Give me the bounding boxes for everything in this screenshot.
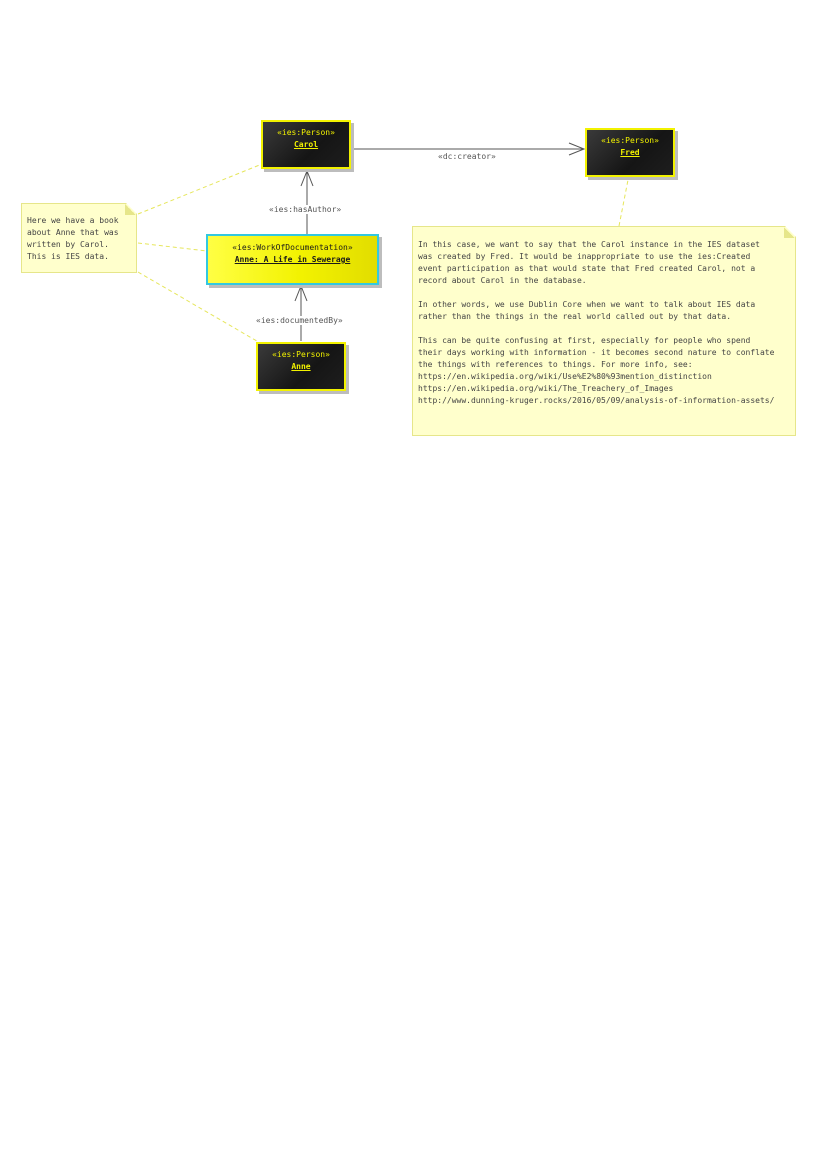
note-link-treachery[interactable]: https://en.wikipedia.org/wiki/The_Treach… [418,384,674,393]
note-link-large-to-fred [618,179,629,227]
fred-name: Fred [620,148,640,157]
fred-stereotype: «ies:Person» [601,136,659,145]
creator-arrowhead [568,142,586,156]
note-large[interactable]: In this case, we want to say that the Ca… [412,226,796,436]
paragraph-gap [418,287,790,299]
paragraph-gap [418,323,790,335]
note-fold-icon [125,204,136,215]
note-link-small-to-anne [137,271,263,345]
note-fold-icon [784,227,795,238]
note-small-text: Here we have a book about Anne that was … [27,216,119,261]
note-link-small-to-carol [137,163,263,215]
carol-node[interactable]: «ies:Person» Carol [261,120,351,169]
book-name: Anne: A Life in Sewerage [234,255,351,264]
note-link-dunning-kruger[interactable]: http://www.dunning-kruger.rocks/2016/05/… [418,396,775,405]
anne-stereotype: «ies:Person» [272,350,330,359]
carol-stereotype: «ies:Person» [277,128,335,137]
note-link-small-to-book [137,242,208,252]
note-line: their days working with information - it… [418,348,775,357]
note-line: the things with references to things. Fo… [418,360,693,369]
has-author-label: «ies:hasAuthor» [268,205,343,214]
book-node[interactable]: «ies:WorkOfDocumentation» Anne: A Life i… [206,234,379,285]
note-line: rather than the things in the real world… [418,312,732,321]
note-line: was created by Fred. It would be inappro… [418,252,751,261]
documented-by-arrowhead [294,284,308,302]
carol-name: Carol [293,140,319,149]
anne-node[interactable]: «ies:Person» Anne [256,342,346,391]
note-line: In this case, we want to say that the Ca… [418,240,760,249]
note-line: In other words, we use Dublin Core when … [418,300,756,309]
note-line: event participation as that would state … [418,264,756,273]
note-link-use-mention[interactable]: https://en.wikipedia.org/wiki/Use%E2%80%… [418,372,712,381]
creator-label: «dc:creator» [437,152,497,161]
fred-node[interactable]: «ies:Person» Fred [585,128,675,177]
anne-name: Anne [291,362,311,371]
book-stereotype: «ies:WorkOfDocumentation» [232,243,353,252]
documented-by-label: «ies:documentedBy» [255,316,344,325]
note-small[interactable]: Here we have a book about Anne that was … [21,203,137,273]
note-line: This can be quite confusing at first, es… [418,336,751,345]
has-author-arrowhead [300,169,314,187]
note-line: record about Carol in the database. [418,276,587,285]
